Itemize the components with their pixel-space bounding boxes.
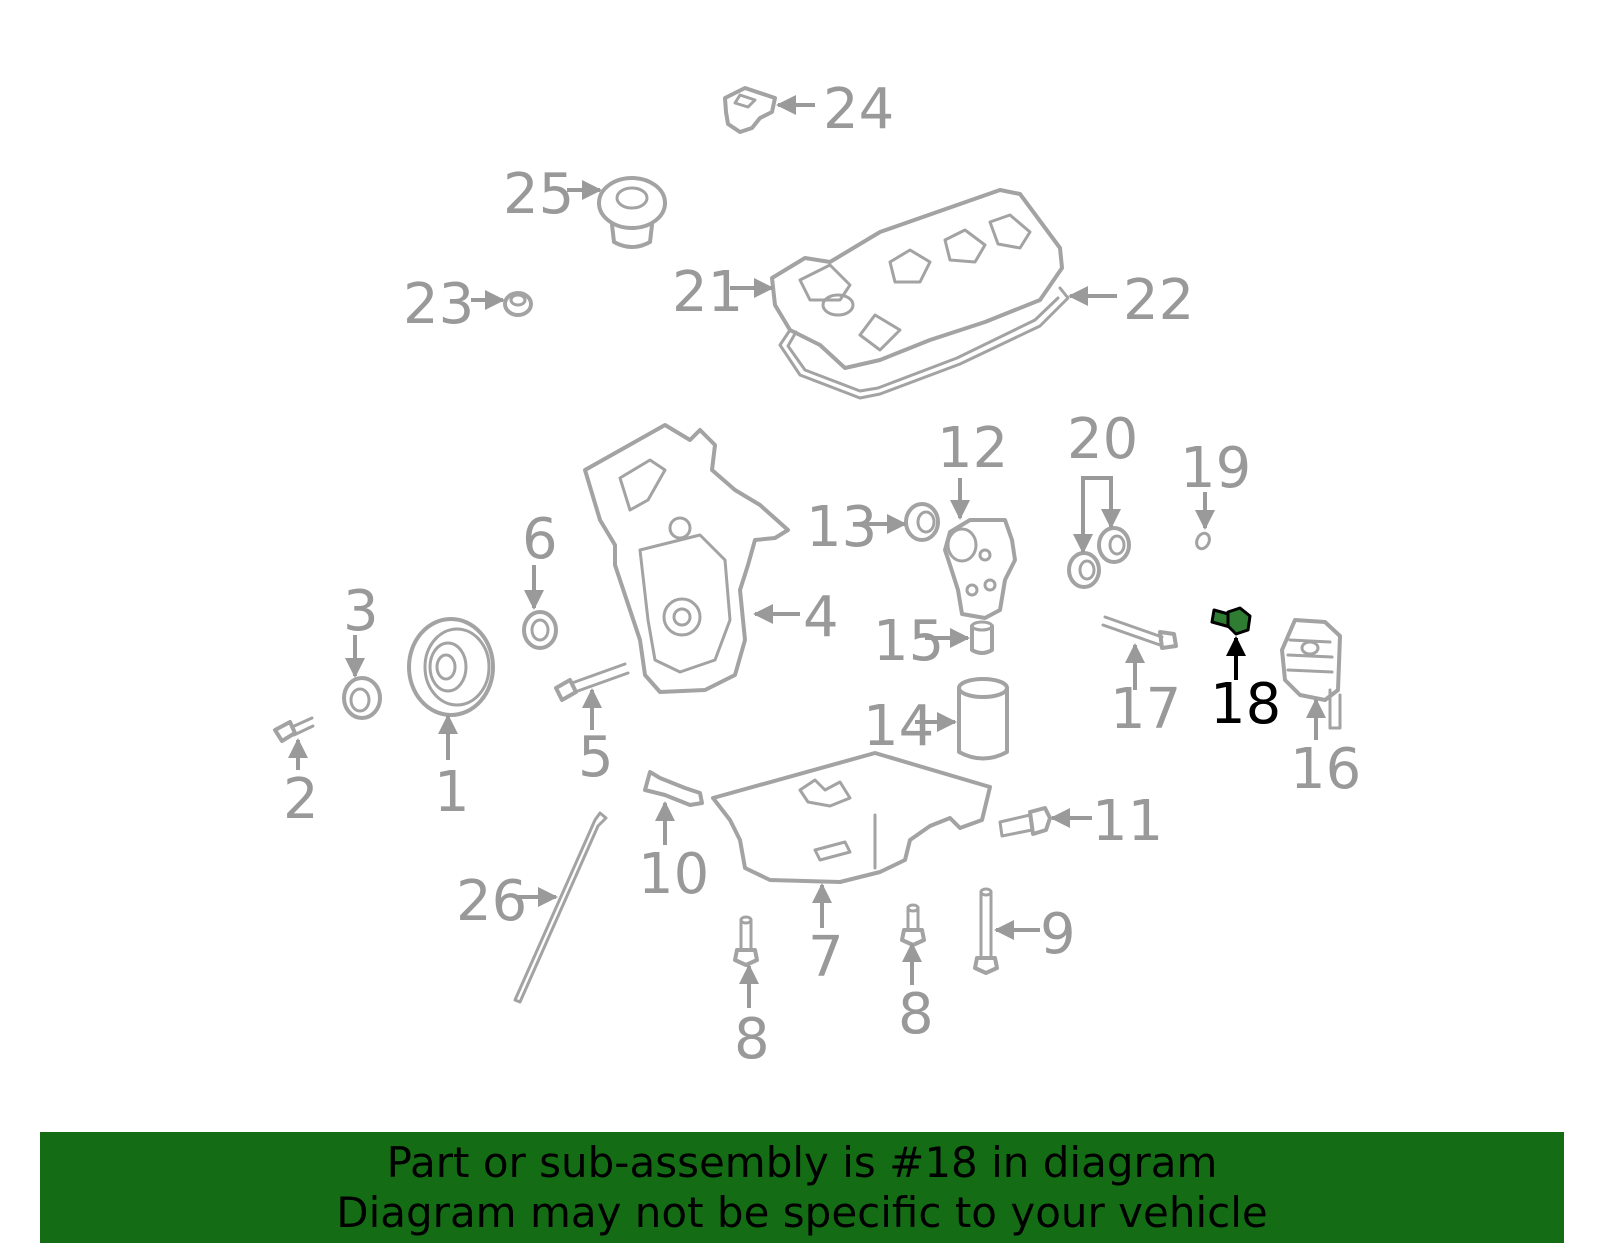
label-8b[interactable]: 8 <box>898 982 934 1047</box>
label-17[interactable]: 17 <box>1110 677 1181 742</box>
part-17-bolt[interactable] <box>1101 615 1178 650</box>
part-10-sensor[interactable] <box>643 770 704 807</box>
part-24-cap[interactable] <box>723 86 777 134</box>
part-16-oil-cooler[interactable] <box>1280 618 1342 730</box>
part-8-bolt-left[interactable] <box>733 915 759 967</box>
part-21-valve-cover[interactable] <box>770 188 1064 370</box>
label-22[interactable]: 22 <box>1123 268 1194 333</box>
part-15-fitting[interactable] <box>970 620 994 655</box>
label-14[interactable]: 14 <box>863 694 934 759</box>
label-7[interactable]: 7 <box>808 925 844 990</box>
part-6-seal[interactable] <box>522 610 558 650</box>
part-13-seal[interactable] <box>904 502 940 542</box>
leader-20-bracket <box>1081 476 1113 485</box>
part-8-bolt-right[interactable] <box>900 903 926 947</box>
part-4-timing-cover[interactable] <box>583 423 790 694</box>
label-19[interactable]: 19 <box>1180 436 1251 501</box>
part-19-o-ring[interactable] <box>1194 531 1212 551</box>
part-12-filter-adapter[interactable] <box>943 518 1017 620</box>
label-13[interactable]: 13 <box>806 495 877 560</box>
label-26[interactable]: 26 <box>456 869 527 934</box>
label-3[interactable]: 3 <box>343 579 379 644</box>
part-26-dipstick[interactable] <box>513 811 608 1004</box>
part-14-oil-filter[interactable] <box>957 677 1009 761</box>
banner-line-2: Diagram may not be specific to your vehi… <box>336 1188 1268 1237</box>
banner-line-1: Part or sub-assembly is #18 in diagram <box>386 1138 1218 1187</box>
label-12[interactable]: 12 <box>937 416 1008 481</box>
label-21[interactable]: 21 <box>672 260 743 325</box>
info-banner: Part or sub-assembly is #18 in diagram D… <box>40 1132 1564 1243</box>
part-22-gasket[interactable] <box>778 286 1070 400</box>
label-10[interactable]: 10 <box>638 842 709 907</box>
part-25-filler-cap[interactable] <box>597 176 667 249</box>
part-20-seals[interactable] <box>1067 526 1131 589</box>
label-11[interactable]: 11 <box>1092 789 1163 854</box>
label-24[interactable]: 24 <box>823 77 894 142</box>
part-1-pulley[interactable] <box>407 617 495 717</box>
label-8a[interactable]: 8 <box>734 1007 770 1072</box>
part-3-washer[interactable] <box>342 676 382 720</box>
part-18-bolt-highlighted[interactable] <box>1210 606 1252 636</box>
label-1[interactable]: 1 <box>434 760 470 825</box>
label-6[interactable]: 6 <box>522 507 558 572</box>
label-4[interactable]: 4 <box>803 585 839 650</box>
label-16[interactable]: 16 <box>1290 737 1361 802</box>
label-5[interactable]: 5 <box>578 725 614 790</box>
part-11-drain-plug[interactable] <box>998 806 1052 838</box>
part-9-long-bolt[interactable] <box>973 887 999 975</box>
part-2-bolt[interactable] <box>273 716 315 743</box>
label-2[interactable]: 2 <box>283 767 319 832</box>
label-20[interactable]: 20 <box>1067 407 1138 472</box>
label-18[interactable]: 18 <box>1210 672 1281 737</box>
label-15[interactable]: 15 <box>873 609 944 674</box>
label-9[interactable]: 9 <box>1040 902 1076 967</box>
label-23[interactable]: 23 <box>403 272 474 337</box>
part-23-grommet[interactable] <box>503 291 533 317</box>
label-25[interactable]: 25 <box>503 162 574 227</box>
part-7-oil-pan[interactable] <box>711 751 992 884</box>
